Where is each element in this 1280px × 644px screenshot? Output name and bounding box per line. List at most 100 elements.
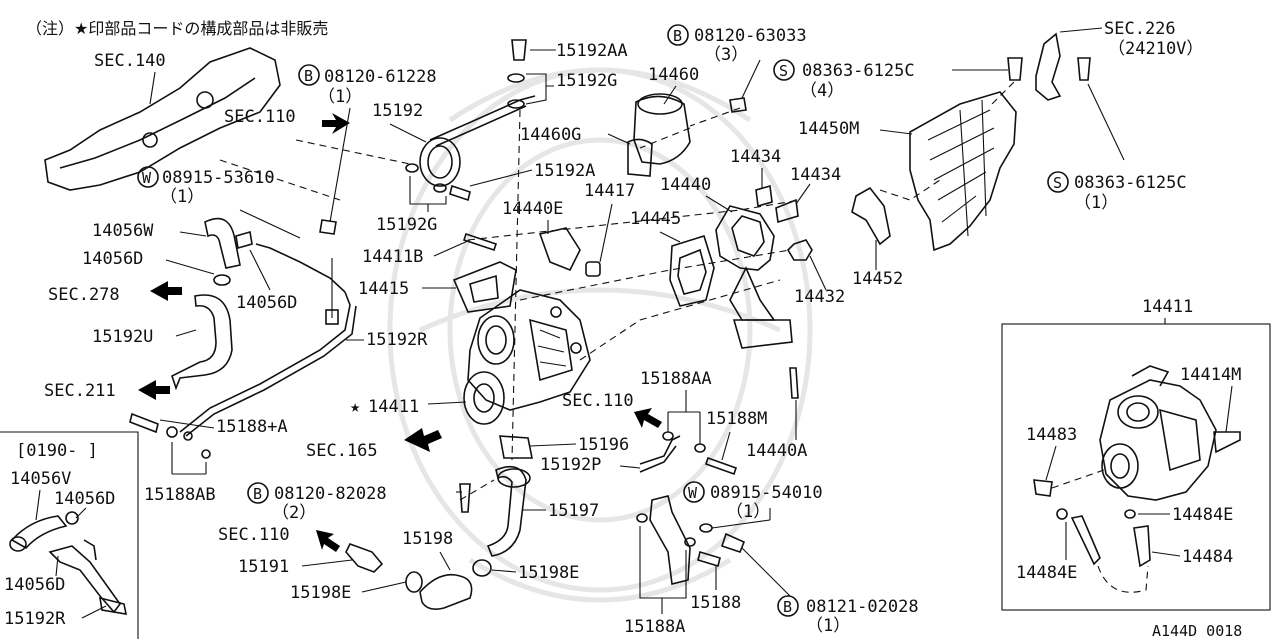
elbow-14460 bbox=[627, 93, 691, 177]
gasket-14415 bbox=[452, 261, 517, 313]
arrow-left-icon bbox=[138, 380, 170, 400]
part-15198E-right[interactable]: 15198E bbox=[518, 563, 579, 583]
part-15192U[interactable]: 15192U bbox=[92, 327, 153, 347]
part-15192G-bottom[interactable]: 15192G bbox=[376, 215, 437, 235]
part-15188[interactable]: 15188 bbox=[690, 593, 741, 613]
svg-text:08915-54010: 08915-54010 bbox=[710, 483, 823, 503]
part-15188M[interactable]: 15188M bbox=[706, 409, 767, 429]
part-15188AA[interactable]: 15188AA bbox=[640, 369, 712, 389]
washer-callout-08915-53610[interactable]: W 08915-53610 （1） bbox=[137, 166, 275, 207]
sec-165-label[interactable]: SEC.165 bbox=[306, 441, 378, 461]
part-15192AA[interactable]: 15192AA bbox=[556, 41, 628, 61]
svg-text:08915-53610: 08915-53610 bbox=[162, 168, 275, 188]
bolt-callout-08120-63033[interactable]: B 08120-63033 （3） bbox=[667, 24, 807, 65]
hose-14484 bbox=[1133, 525, 1151, 568]
svg-text:W: W bbox=[142, 169, 152, 187]
pipe-15197 bbox=[486, 465, 527, 557]
svg-text:08120-82028: 08120-82028 bbox=[274, 484, 387, 504]
part-14056W[interactable]: 14056W bbox=[92, 221, 154, 241]
arrow-down-left-icon bbox=[404, 428, 442, 452]
part-15192A[interactable]: 15192A bbox=[534, 161, 595, 181]
part-14452[interactable]: 14452 bbox=[852, 269, 903, 289]
svg-text:B: B bbox=[253, 485, 262, 503]
svg-text:（1）: （1） bbox=[318, 87, 362, 107]
part-15192G-top[interactable]: 15192G bbox=[556, 71, 617, 91]
svg-text:S: S bbox=[779, 62, 788, 80]
part-15192P[interactable]: 15192P bbox=[540, 455, 601, 475]
heat-shield-14450M bbox=[909, 91, 1017, 252]
part-14432[interactable]: 14432 bbox=[794, 287, 845, 307]
sec-226-sub-label: （24210V） bbox=[1108, 39, 1203, 59]
svg-text:（1）: （1） bbox=[1074, 193, 1118, 213]
part-14460[interactable]: 14460 bbox=[648, 65, 699, 85]
sec-110-label-upper[interactable]: SEC.110 bbox=[224, 107, 296, 127]
part-14450M[interactable]: 14450M bbox=[798, 119, 859, 139]
inset-left-0190: [0190- ] 14056V 14056D 14056D 15192R bbox=[0, 431, 139, 639]
part-14483[interactable]: 14483 bbox=[1026, 425, 1077, 445]
part-15192[interactable]: 15192 bbox=[372, 101, 423, 121]
part-14440[interactable]: 14440 bbox=[660, 175, 711, 195]
turbocharger-14411[interactable] bbox=[463, 289, 591, 425]
part-15188-A[interactable]: 15188+A bbox=[216, 417, 288, 437]
part-14434-right[interactable]: 14434 bbox=[790, 165, 841, 185]
bolt-callout-08120-82028[interactable]: B 08120-82028 （2） bbox=[247, 482, 387, 523]
part-15188AB[interactable]: 15188AB bbox=[144, 485, 216, 505]
part-14411B[interactable]: 14411B bbox=[362, 247, 423, 267]
star-icon: ★ bbox=[350, 397, 360, 417]
part-15191[interactable]: 15191 bbox=[238, 557, 289, 577]
part-14484E-left[interactable]: 14484E bbox=[1016, 563, 1077, 583]
inset-right-title[interactable]: 14411 bbox=[1142, 297, 1193, 317]
svg-text:B: B bbox=[783, 598, 792, 616]
screw-callout-08363-6125C-1[interactable]: S 08363-6125C （1） bbox=[1047, 171, 1187, 213]
part-15198E-left[interactable]: 15198E bbox=[290, 583, 351, 603]
arrow-left-icon bbox=[322, 113, 350, 134]
sec-110-label-mid[interactable]: SEC.110 bbox=[562, 391, 634, 411]
pipe-15192U bbox=[171, 294, 233, 391]
part-14056V[interactable]: 14056V bbox=[10, 469, 71, 489]
svg-text:（3）: （3） bbox=[704, 45, 748, 65]
part-15188A[interactable]: 15188A bbox=[624, 617, 685, 637]
part-15197[interactable]: 15197 bbox=[548, 501, 599, 521]
bracket-15188 bbox=[649, 495, 691, 585]
part-14414M[interactable]: 14414M bbox=[1180, 365, 1241, 385]
sec-211-label[interactable]: SEC.211 bbox=[44, 381, 116, 401]
part-14440E[interactable]: 14440E bbox=[502, 199, 563, 219]
part-14460G[interactable]: 14460G bbox=[520, 125, 581, 145]
part-14056D-inset-a[interactable]: 14056D bbox=[54, 489, 115, 509]
bolt-callout-08120-61228[interactable]: B 08120-61228 （1） bbox=[298, 64, 437, 107]
sec-278-label[interactable]: SEC.278 bbox=[48, 285, 120, 305]
part-15196[interactable]: 15196 bbox=[578, 435, 629, 455]
svg-text:（4）: （4） bbox=[800, 81, 844, 101]
part-14445[interactable]: 14445 bbox=[630, 209, 681, 229]
pipe-15192P bbox=[639, 435, 681, 473]
part-15198[interactable]: 15198 bbox=[402, 529, 453, 549]
washer-callout-08915-54010[interactable]: W 08915-54010 （1） bbox=[683, 481, 823, 522]
part-14056D-left[interactable]: 14056D bbox=[82, 249, 143, 269]
bolt-callout-08121-02028[interactable]: B 08121-02028 （1） bbox=[777, 595, 919, 636]
screw-callout-08363-6125C-4[interactable]: S 08363-6125C （4） bbox=[773, 59, 915, 101]
svg-text:08363-6125C: 08363-6125C bbox=[802, 61, 915, 81]
arrow-left-icon bbox=[150, 281, 182, 301]
part-15192R[interactable]: 15192R bbox=[366, 330, 428, 350]
part-14056D-inset-b[interactable]: 14056D bbox=[4, 575, 65, 595]
part-14434-left[interactable]: 14434 bbox=[730, 147, 781, 167]
bolt-prefix-b: B bbox=[304, 67, 313, 85]
part-14484[interactable]: 14484 bbox=[1182, 547, 1233, 567]
part-14056D-mid[interactable]: 14056D bbox=[236, 293, 297, 313]
part-14484E-right[interactable]: 14484E bbox=[1172, 505, 1233, 525]
sec-226-label[interactable]: SEC.226 bbox=[1104, 19, 1176, 39]
sec-140-label[interactable]: SEC.140 bbox=[94, 51, 166, 71]
part-15192R-inset[interactable]: 15192R bbox=[4, 609, 66, 629]
sec-110-label-lower[interactable]: SEC.110 bbox=[218, 525, 290, 545]
arrow-up-left-icon bbox=[316, 530, 340, 552]
part-14417[interactable]: 14417 bbox=[584, 181, 635, 201]
part-14411-main[interactable]: 14411 bbox=[368, 397, 419, 417]
part-14440A[interactable]: 14440A bbox=[746, 441, 807, 461]
arrow-up-left-icon bbox=[634, 408, 662, 428]
bracket-14452 bbox=[851, 186, 891, 246]
svg-text:B: B bbox=[673, 27, 682, 45]
svg-text:08120-61228: 08120-61228 bbox=[324, 67, 437, 87]
part-14415[interactable]: 14415 bbox=[358, 279, 409, 299]
